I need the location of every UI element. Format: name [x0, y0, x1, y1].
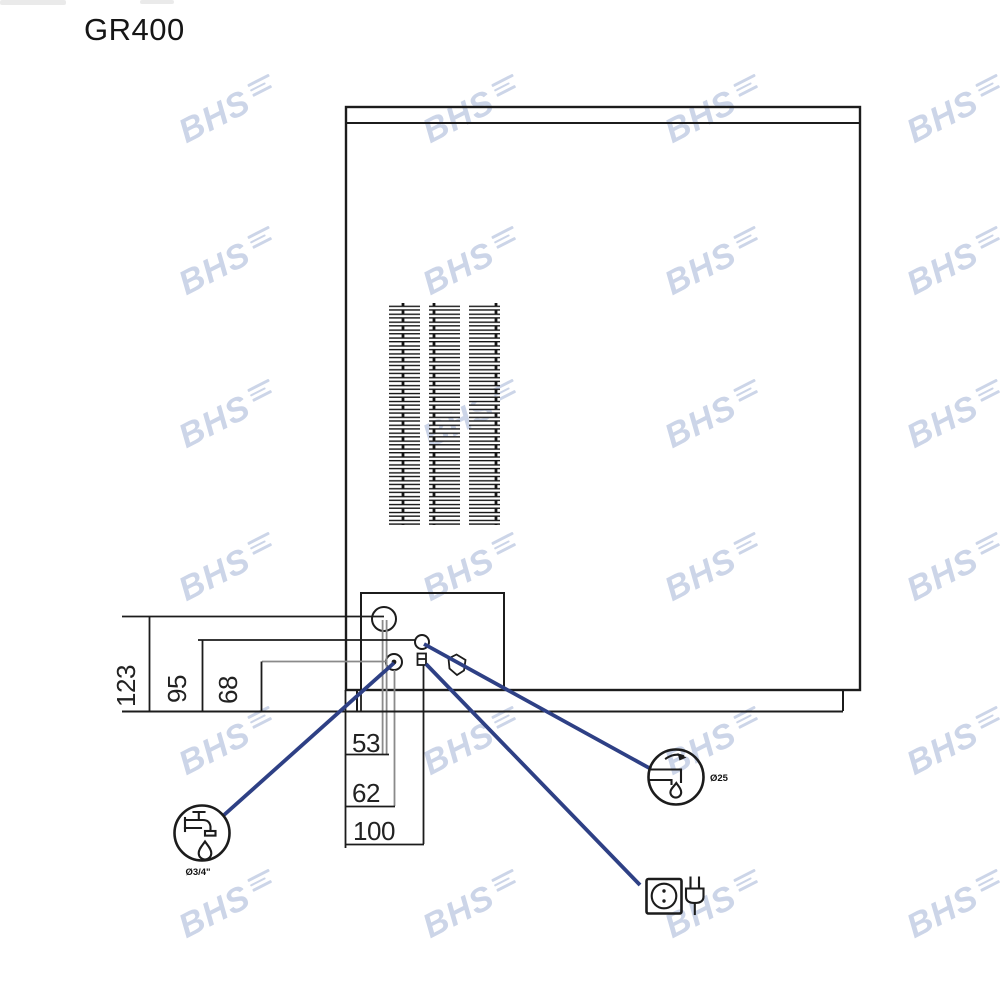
plug-prongs: [689, 876, 701, 890]
dim-label-53: 53: [352, 728, 380, 758]
water-tap-icon: Ø3/4": [173, 804, 231, 878]
vent-grille-column-2: [429, 303, 460, 525]
drain-icon-circle: [647, 748, 705, 806]
leader-power: [424, 662, 642, 887]
power-plug-icon: [645, 876, 705, 916]
water-drop: [197, 839, 213, 861]
page-title: GR400: [84, 12, 185, 47]
leader-water-inlet: [222, 661, 396, 817]
dim-label-95: 95: [162, 675, 192, 703]
drain-pipe-bottom: [648, 778, 673, 786]
drain-connector: [414, 634, 430, 650]
connector-circle-large: [371, 606, 397, 632]
vent-grille-column-1: [389, 303, 420, 525]
leader-lines: [222, 642, 652, 887]
socket-face: [650, 882, 678, 910]
plug-body: [684, 887, 705, 905]
scan-artifact: [0, 0, 66, 5]
leader-drain: [423, 642, 652, 771]
socket-pin-hole: [662, 899, 666, 903]
tap-handle: [192, 810, 206, 820]
dimension-lines: 123 95 68 53 62 100: [111, 615, 843, 848]
socket-outline: [645, 877, 683, 915]
drain-size-label: Ø25: [710, 773, 729, 784]
drain-icon: Ø25: [647, 748, 729, 806]
vent-grille-column-3: [469, 303, 500, 525]
water-inlet-size-label: Ø3/4": [185, 867, 210, 878]
water-tap-icon-circle: [173, 804, 231, 862]
drain-drop: [669, 781, 683, 799]
machine-rear-view: [344, 105, 862, 711]
machine-body: [344, 105, 862, 692]
dim-label-100: 100: [353, 816, 395, 846]
extension-lines: [381, 620, 425, 844]
socket-pin-hole: [662, 889, 666, 893]
dim-label-123: 123: [111, 665, 141, 707]
drain-pipe-top: [648, 768, 683, 784]
tap-body-top: [183, 818, 212, 833]
connection-panel: [360, 592, 505, 691]
scan-artifact: [140, 0, 174, 4]
tap-outlet: [203, 829, 217, 837]
drain-flow-arrowhead: [677, 753, 687, 761]
dim-label-68: 68: [213, 676, 243, 704]
dim-label-62: 62: [352, 778, 380, 808]
